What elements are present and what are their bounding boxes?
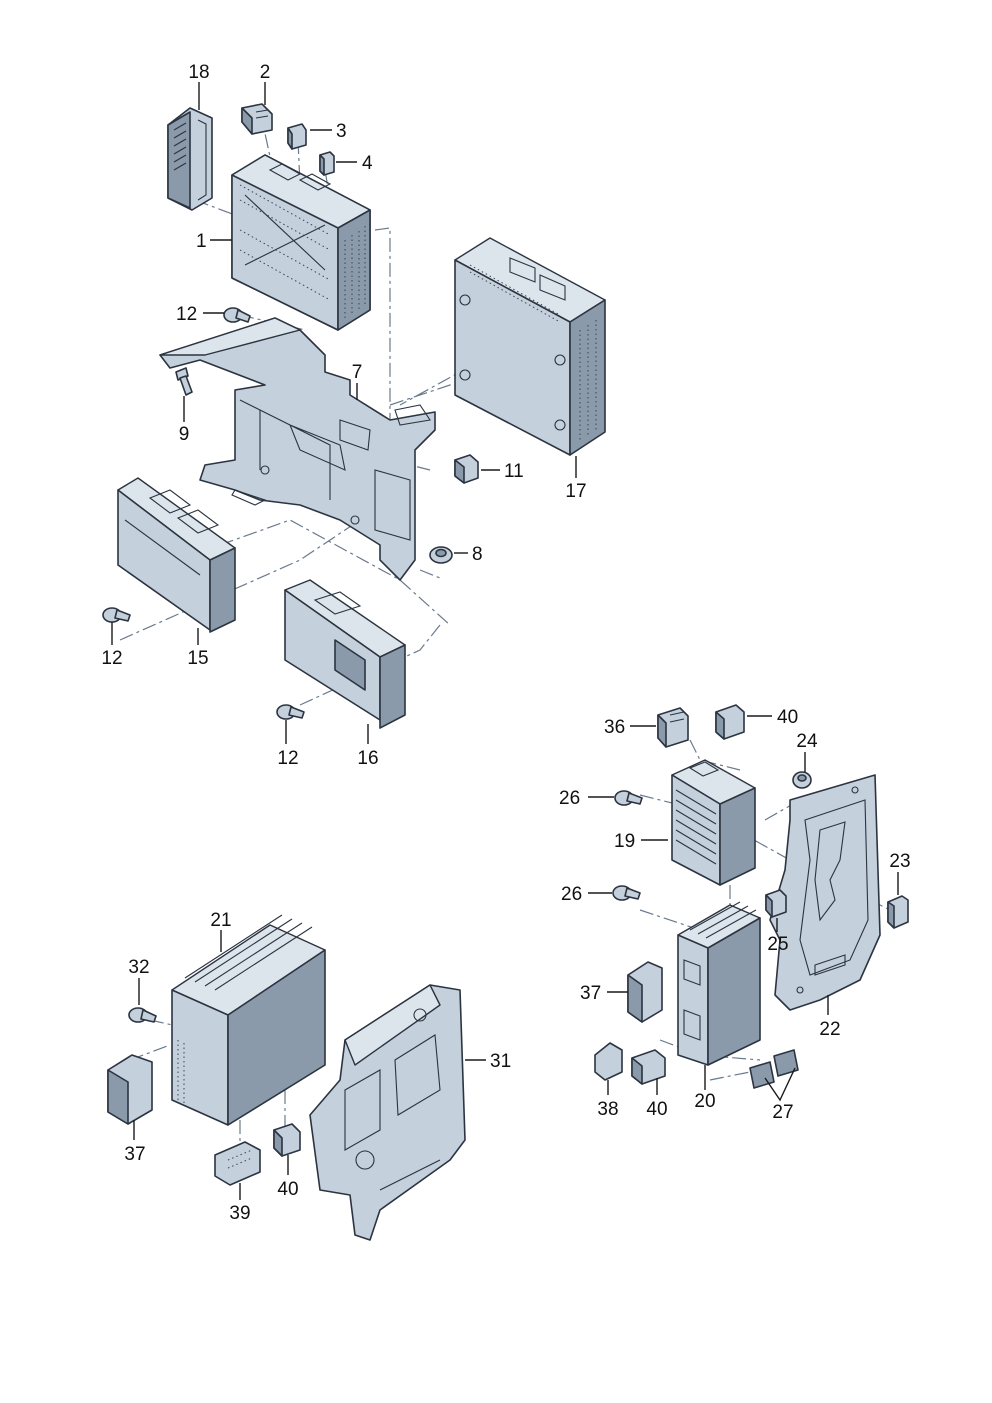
callout-37-a: 37: [580, 983, 601, 1004]
part-40-c: [273, 1123, 301, 1157]
callout-1: 1: [196, 231, 207, 252]
part-17: [454, 237, 606, 456]
part-37-b: [107, 1054, 153, 1125]
callout-39: 39: [229, 1203, 250, 1224]
part-40-a: [715, 704, 745, 740]
callout-36: 36: [604, 717, 625, 738]
part-12-screw-c: [276, 704, 305, 720]
part-22: [769, 774, 881, 1011]
part-11: [454, 454, 479, 484]
part-19: [671, 759, 756, 886]
callout-7: 7: [352, 362, 363, 383]
part-12-screw-a: [223, 307, 251, 323]
callout-40-a: 40: [777, 707, 798, 728]
callout-18: 18: [188, 62, 209, 83]
part-25: [765, 889, 787, 918]
callout-12-a: 12: [176, 304, 197, 325]
part-27: [749, 1049, 799, 1089]
callout-27: 27: [772, 1102, 793, 1123]
part-20: [677, 901, 761, 1066]
part-39: [214, 1141, 261, 1186]
callout-26-a: 26: [559, 788, 580, 809]
callout-19: 19: [614, 831, 635, 852]
part-36: [657, 707, 689, 748]
part-3: [287, 123, 307, 150]
callout-32: 32: [128, 957, 149, 978]
part-23: [887, 895, 909, 929]
callout-4: 4: [362, 153, 373, 174]
part-38: [594, 1042, 623, 1081]
callout-16: 16: [357, 748, 378, 769]
part-1: [231, 154, 371, 331]
part-21: [171, 914, 326, 1126]
part-15: [117, 477, 236, 633]
callout-9: 9: [179, 424, 190, 445]
callout-26-b: 26: [561, 884, 582, 905]
callout-3: 3: [336, 121, 347, 142]
callout-40-c: 40: [277, 1179, 298, 1200]
part-26-screw-b: [612, 885, 641, 901]
callout-11: 11: [504, 461, 524, 482]
part-2: [241, 103, 273, 135]
callout-23: 23: [889, 851, 910, 872]
part-18: [167, 107, 213, 211]
callout-25: 25: [767, 934, 788, 955]
part-7: [159, 317, 436, 581]
callout-22: 22: [819, 1019, 840, 1040]
callout-15: 15: [187, 648, 208, 669]
leader-lines: [111, 82, 899, 1200]
part-12-screw-b: [102, 607, 131, 623]
part-37-a: [627, 961, 663, 1023]
callout-17: 17: [565, 481, 586, 502]
callout-37-b: 37: [124, 1144, 145, 1165]
callout-21: 21: [210, 910, 231, 931]
part-40-b: [631, 1049, 666, 1085]
callout-40-b: 40: [646, 1099, 667, 1120]
callout-labels: 18 2 3 4 1 12 9 7 11 17 8 12 15 12 16 36…: [101, 62, 910, 1224]
callout-24: 24: [796, 731, 818, 752]
part-26-screw-a: [614, 790, 643, 806]
callout-31: 31: [490, 1051, 511, 1072]
callout-8: 8: [472, 544, 483, 565]
part-8: [429, 546, 453, 564]
callout-2: 2: [260, 62, 271, 83]
callout-20: 20: [694, 1091, 715, 1112]
part-9: [175, 367, 193, 396]
part-16: [284, 579, 406, 729]
callout-12-b: 12: [101, 648, 122, 669]
part-24: [792, 771, 812, 789]
callout-38: 38: [597, 1099, 618, 1120]
part-4: [319, 151, 335, 176]
part-31: [309, 984, 466, 1241]
callout-12-c: 12: [277, 748, 298, 769]
part-32: [128, 1007, 157, 1023]
